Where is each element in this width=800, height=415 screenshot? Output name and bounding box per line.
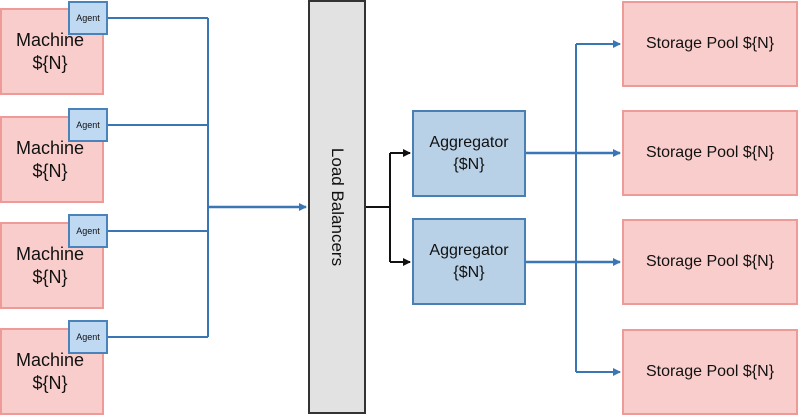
pool-connectors [526,40,621,376]
agent-node: Agent [68,108,108,142]
aggregator-label: Aggregator {$N} [429,241,509,281]
storage-pool-node: Storage Pool ${N} [622,1,798,87]
agent-connectors [108,17,307,338]
storage-pool-label: Storage Pool ${N} [645,363,775,380]
aggregator-node: Aggregator {$N} [412,218,526,305]
agent-label: Agent [76,13,100,23]
machine-label: Machine ${N} [15,29,85,73]
agent-node: Agent [68,1,108,35]
machine-label: Machine ${N} [15,349,85,393]
machine-label: Machine ${N} [15,243,85,287]
storage-pool-node: Storage Pool ${N} [622,219,798,305]
agent-label: Agent [76,226,100,236]
machine-label: Machine ${N} [15,137,85,181]
storage-pool-label: Storage Pool ${N} [645,144,775,161]
storage-pool-label: Storage Pool ${N} [645,253,775,270]
aggregator-node: Aggregator {$N} [412,110,526,197]
storage-pool-label: Storage Pool ${N} [645,35,775,52]
storage-pool-node: Storage Pool ${N} [622,110,798,196]
agent-label: Agent [76,332,100,342]
lb-connectors [366,149,411,266]
storage-pool-node: Storage Pool ${N} [622,329,798,415]
load-balancer-node: Load Balancers [308,0,366,414]
agent-label: Agent [76,120,100,130]
agent-node: Agent [68,214,108,248]
load-balancer-label: Load Balancers [328,147,348,267]
machine-node: Machine ${N} [0,8,104,95]
aggregator-label: Aggregator {$N} [429,133,509,173]
agent-node: Agent [68,320,108,354]
